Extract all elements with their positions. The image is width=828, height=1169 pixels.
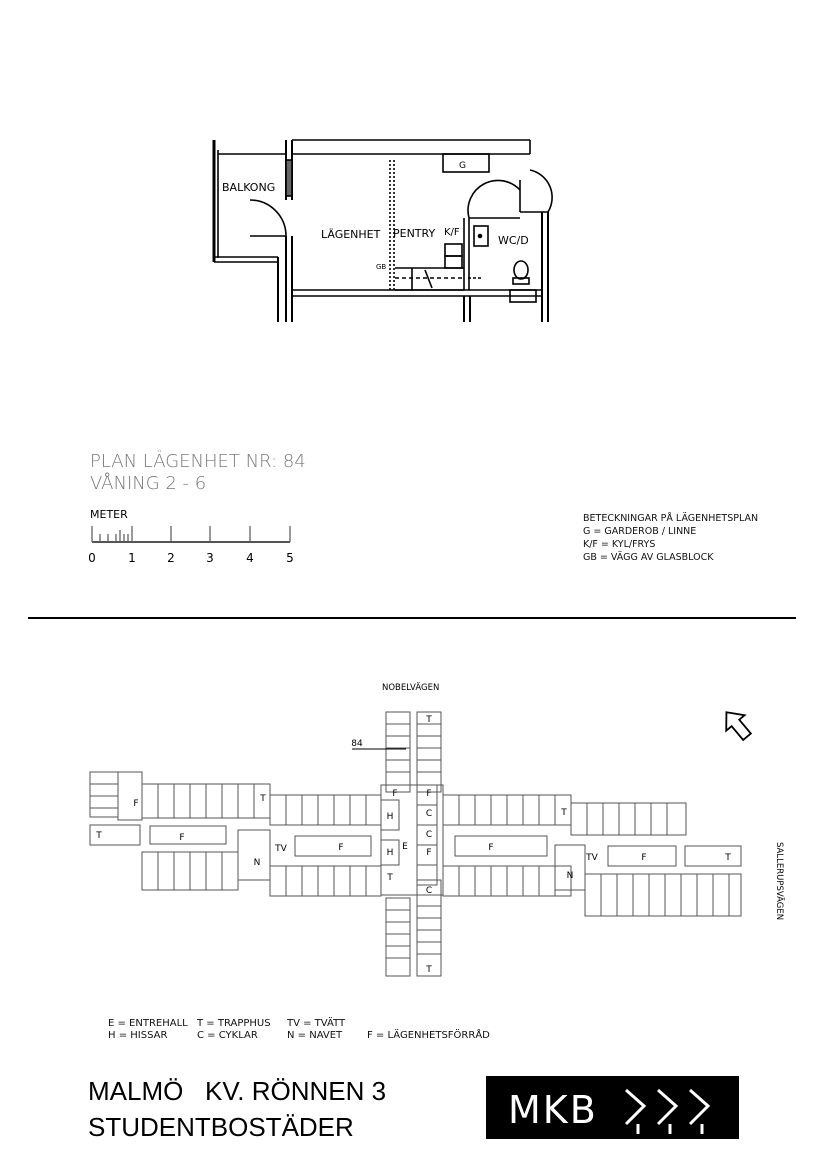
legend-item: K/F = KYL/FRYS [583, 539, 656, 550]
site-label-t: T [425, 715, 432, 725]
mkb-logo: MKB [486, 1076, 739, 1139]
lagenhet-label: LÄGENHET [321, 228, 381, 241]
site-label-f: F [426, 848, 431, 858]
site-label-f: F [133, 799, 138, 809]
site-label-tv: TV [585, 853, 598, 863]
legend-col: T = TRAPPHUS C = CYKLAR [197, 1018, 271, 1042]
kf-label: K/F [444, 227, 460, 238]
mkb-chevrons-icon [624, 1088, 711, 1134]
site-label-c: C [426, 830, 432, 840]
section-divider [28, 617, 796, 619]
scale-tick-2: 2 [167, 551, 175, 565]
site-label-t: T [95, 831, 102, 841]
project-title: MALMÖ KV. RÖNNEN 3 STUDENTBOSTÄDER [88, 1073, 386, 1145]
site-label-f: F [338, 843, 343, 853]
project-title-line2: STUDENTBOSTÄDER [88, 1112, 354, 1142]
site-label-t: T [724, 853, 731, 863]
legend-item: GB = VÄGG AV GLASBLOCK [583, 552, 714, 563]
scale-tick-5: 5 [286, 551, 294, 565]
legend-item: E = ENTREHALL [108, 1018, 188, 1029]
site-label-n: N [567, 871, 574, 881]
site-label-f: F [488, 843, 493, 853]
balkong-label: BALKONG [222, 181, 275, 194]
site-label-n: N [254, 858, 261, 868]
site-label-h: H [387, 812, 394, 822]
project-title-line1: MALMÖ KV. RÖNNEN 3 [88, 1076, 387, 1106]
site-plan: NOBELVÄGEN SALLERUPSVÄGEN [89, 682, 785, 977]
legend-heading: BETECKNINGAR PÅ LÄGENHETSPLAN [583, 513, 759, 524]
gb-label: GB [376, 263, 386, 271]
site-label-t: T [425, 965, 432, 975]
north-arrow-icon [725, 711, 753, 742]
plan-title-line1: PLAN LÄGENHET NR: 84 [90, 451, 306, 472]
site-label-f: F [641, 853, 646, 863]
scale-tick-0: 0 [88, 551, 96, 565]
site-label-h: H [387, 848, 394, 858]
legend-apartment: BETECKNINGAR PÅ LÄGENHETSPLAN G = GARDER… [583, 512, 758, 564]
scale-tick-4: 4 [246, 551, 254, 565]
legend-item: N = NAVET [287, 1030, 343, 1041]
site-label-f: F [426, 789, 431, 799]
legend-item: G = GARDEROB / LINNE [583, 526, 697, 537]
legend-item: TV = TVÄTT [287, 1018, 346, 1029]
site-label-f: F [179, 833, 184, 843]
scale-label: METER [90, 508, 128, 521]
site-label-c: C [426, 886, 432, 896]
site-label-tv: TV [274, 844, 287, 854]
mkb-logo-text: MKB [508, 1088, 598, 1132]
scale-tick-3: 3 [206, 551, 214, 565]
site-label-t: T [259, 794, 266, 804]
scale-tick-1: 1 [128, 551, 136, 565]
legend-col: TV = TVÄTT N = NAVET [287, 1018, 345, 1042]
site-label-c: C [426, 809, 432, 819]
site-label-f: F [392, 789, 397, 799]
legend-col: E = ENTREHALL H = HISSAR [108, 1018, 188, 1042]
legend-item: F = LÄGENHETSFÖRRÅD [367, 1030, 490, 1041]
legend-item: T = TRAPPHUS [197, 1018, 271, 1029]
legend-item [367, 1018, 490, 1030]
site-label-e: E [402, 842, 408, 852]
g-label: G [459, 161, 466, 171]
site-label-t: T [386, 873, 393, 883]
legend-col: F = LÄGENHETSFÖRRÅD [367, 1018, 490, 1042]
plan-title: PLAN LÄGENHET NR: 84 VÅNING 2 - 6 [90, 451, 306, 495]
site-label-t: T [560, 808, 567, 818]
plan-title-line2: VÅNING 2 - 6 [90, 473, 207, 494]
street-sallerupsvagen: SALLERUPSVÄGEN [774, 842, 785, 920]
pentry-label: PENTRY [393, 227, 435, 240]
apartment-floor-plan: BALKONG LÄGENHET PENTRY K/F WC/D G GB [212, 139, 553, 322]
scale-bar: METER 0 1 2 3 4 5 [88, 508, 294, 565]
legend-item: H = HISSAR [108, 1030, 168, 1041]
street-nobelvagen: NOBELVÄGEN [382, 682, 439, 693]
apartment-84-marker: 84 [351, 739, 363, 749]
wcd-label: WC/D [498, 234, 529, 247]
legend-item: C = CYKLAR [197, 1030, 258, 1041]
